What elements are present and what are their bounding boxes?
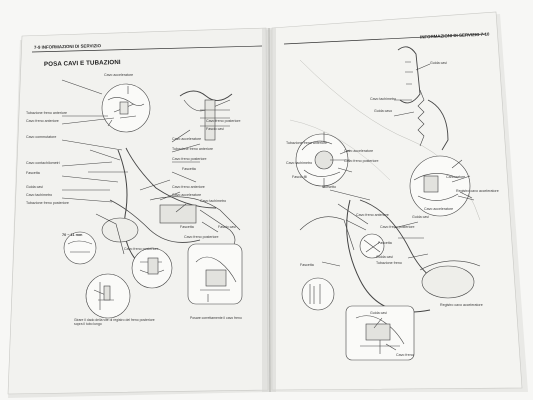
left-label-i: Tubazione freno posteriore [26,201,69,205]
right-label-i: Morsetto [322,185,336,189]
right-label-c: Guida cavo [374,109,393,113]
left-note-bottom-right: Posare correttamente il cavo freno [190,316,242,320]
right-label-j: Carburatore [446,175,466,179]
left-label-h: Cavo tachimetro [26,193,53,197]
left-label-e: Cavo contachilometri [26,161,60,165]
left-label-w: Cavo freno posteriore [124,247,159,251]
left-label-p: Cavo freno anteriore [172,185,205,189]
right-label-f: Cavo tachimetro [286,161,313,165]
right-label-u: Guida cavi [370,311,387,315]
left-label-l: Cavo acceleratore [172,137,202,141]
left-label-n: Cavo freno posteriore [172,157,207,161]
left-label-g: Guida cavi [26,185,43,189]
right-label-n: Cavo acceleratore [424,207,454,211]
right-label-d: Tubazione freno anteriore [286,141,328,145]
right-label-p: Fascetta [378,241,392,245]
left-label-s: Fascio cavi [218,225,236,229]
right-label-s: Fascetta [300,263,314,267]
right-label-t: Registro cavo acceleratore [440,303,483,307]
left-label-b: Tubazione freno anteriore [26,111,68,115]
right-label-l: Cavo freno anteriore [356,213,389,217]
left-page [7,27,269,395]
left-label-v: 70 ~ 11 mm [62,233,83,237]
left-label-r: Cavo tachimetro [200,199,227,203]
right-label-v: Cavo freno [396,353,414,357]
right-label-b: Cavo tachimetro [370,97,397,101]
left-label-u: Fascetta [180,225,194,229]
left-label-c: Cavo freno anteriore [26,119,59,123]
right-label-e: Cavo acceleratore [344,149,374,153]
right-label-k: Registro cavo acceleratore [456,189,499,193]
left-label-d: Cavo commutatore [26,135,57,139]
right-label-r: Tubazione freno [376,261,402,265]
left-label-q: Cavo acceleratore [172,193,202,197]
right-label-o: Guida cavi [412,215,429,219]
left-label-a: Cavo acceleratore [104,73,134,77]
left-label-t: Cavo freno posteriore [184,235,219,239]
right-label-q: Guida cavi [376,255,393,259]
right-label-g: Cavo freno posteriore [344,159,379,163]
left-label-k: Fascio cavi [206,127,224,131]
left-label-j: Cavo freno posteriore [206,119,241,123]
left-label-m: Tubazione freno anteriore [172,147,214,151]
right-label-h: Fascio fili [292,175,307,179]
left-label-f: Fascetta [26,171,40,175]
left-note-bottom-left: Girare il dado della vite di registro de… [74,318,155,327]
left-label-o: Fascetta [182,167,196,171]
right-label-m: Cavo freno posteriore [380,225,415,229]
right-label-a: Guida cavi [430,61,447,65]
